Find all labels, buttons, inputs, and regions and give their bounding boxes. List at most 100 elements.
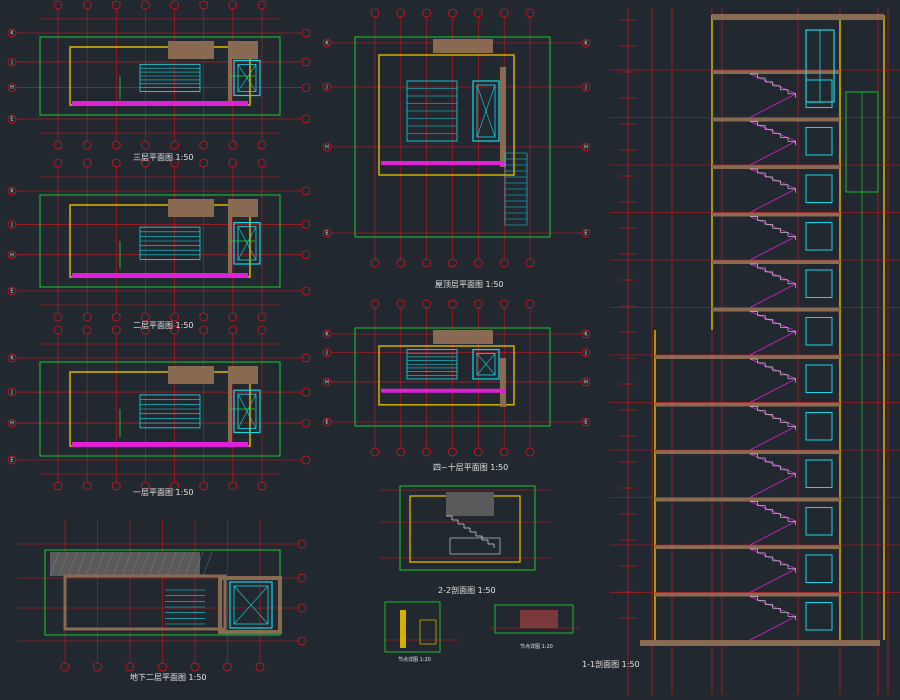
- axis-bubble: [473, 447, 483, 457]
- axis-bubble: [448, 299, 457, 309]
- axis-bubble: [257, 481, 267, 491]
- hatch-line: [121, 551, 132, 577]
- wall-fill: [500, 67, 506, 167]
- axis-bubble: [7, 418, 17, 428]
- axis-bubble: [255, 662, 265, 672]
- wall-fill: [168, 366, 214, 384]
- axis-bubble: [82, 0, 92, 10]
- axis-bubble: [370, 258, 380, 268]
- window: [805, 127, 833, 156]
- window: [805, 459, 833, 488]
- elevator-cross: [476, 353, 496, 376]
- axis-bubble: [111, 0, 121, 10]
- elevator-cross: [237, 394, 257, 429]
- axis-bubble: [322, 82, 332, 92]
- wall-fill: [168, 41, 214, 59]
- stair-flight: [749, 283, 797, 308]
- hatch-line: [175, 551, 186, 577]
- title-section-2-2: 2-2剖面图 1:50: [438, 585, 496, 595]
- axis-bubble: [7, 57, 17, 67]
- axis-bubble: [448, 447, 457, 457]
- axis-bubble: [301, 418, 311, 428]
- stair-outline: [139, 226, 201, 260]
- axis-bubble: [581, 377, 591, 387]
- hatch-line: [184, 551, 195, 577]
- axis-bubble: [7, 114, 17, 124]
- exterior-wall: [378, 345, 515, 406]
- window: [805, 174, 833, 203]
- floor-band: [72, 101, 248, 106]
- axis-bubble: [199, 312, 209, 322]
- title-detail-a: 节点详图 1:20: [398, 656, 431, 663]
- axis-label: H: [10, 252, 14, 258]
- roof-slab: [712, 14, 884, 20]
- axis-bubble: [53, 140, 63, 150]
- axis-bubble: [111, 140, 121, 150]
- axis-bubble: [301, 57, 311, 67]
- stair-outline: [406, 80, 458, 142]
- axis-bubble: [581, 348, 591, 357]
- hatched-slab: [446, 492, 494, 516]
- axis-bubble: [499, 8, 509, 18]
- stair-outline: [406, 349, 458, 380]
- axis-bubble: [190, 662, 200, 672]
- hatch-line: [103, 551, 114, 577]
- plan-boundary: [39, 194, 281, 288]
- axis-label: H: [10, 85, 14, 91]
- detail-boundary: [384, 601, 441, 653]
- axis-label: E: [10, 458, 13, 464]
- axis-label: E: [10, 117, 13, 123]
- axis-bubble: [82, 140, 92, 150]
- axis-bubble: [228, 0, 238, 10]
- axis-bubble: [499, 447, 509, 457]
- axis-bubble: [141, 0, 150, 10]
- axis-bubble: [53, 312, 63, 322]
- elevator-shaft: [233, 389, 261, 434]
- axis-bubble: [257, 325, 267, 335]
- axis-bubble: [322, 377, 332, 387]
- axis-bubble: [141, 481, 150, 491]
- axis-bubble: [228, 312, 238, 322]
- axis-bubble: [7, 250, 17, 260]
- axis-bubble: [199, 325, 209, 335]
- floor-slab: [712, 165, 840, 169]
- axis-bubble: [301, 455, 311, 465]
- hatch-line: [94, 551, 105, 577]
- axis-label: J: [325, 350, 327, 356]
- axis-bubble: [370, 299, 380, 309]
- axis-label: K: [584, 41, 588, 47]
- axis-bubble: [301, 186, 311, 196]
- floor-slab: [712, 307, 840, 312]
- floor-slab: [655, 592, 840, 597]
- wall-fill: [168, 199, 214, 217]
- axis-bubble: [7, 286, 17, 296]
- floor-slab: [712, 212, 840, 217]
- axis-bubble: [7, 455, 17, 465]
- axis-bubble: [581, 82, 591, 92]
- stair-flight: [749, 568, 797, 593]
- elevator-shaft: [233, 222, 261, 265]
- title-first-floor-plan: 一层平面图 1:50: [133, 488, 194, 497]
- window: [805, 602, 833, 631]
- floor-slab: [655, 497, 840, 502]
- floor-slab: [655, 450, 840, 454]
- axis-label: E: [10, 289, 13, 295]
- axis-label: J: [10, 59, 12, 65]
- detail-a: [384, 601, 460, 653]
- axis-bubble: [297, 573, 307, 583]
- wall-fill: [500, 358, 506, 407]
- axis-label: H: [584, 145, 588, 151]
- axis-bubble: [301, 286, 311, 296]
- axis-bubble: [170, 140, 179, 150]
- axis-bubble: [199, 0, 209, 10]
- hatch-line: [58, 551, 69, 577]
- axis-bubble: [525, 258, 535, 268]
- stair-outline: [139, 394, 201, 429]
- floor-band: [72, 442, 248, 447]
- floor-slab: [655, 545, 840, 549]
- axis-bubble: [422, 8, 432, 18]
- stair-flight: [749, 140, 797, 166]
- axis-bubble: [141, 140, 150, 150]
